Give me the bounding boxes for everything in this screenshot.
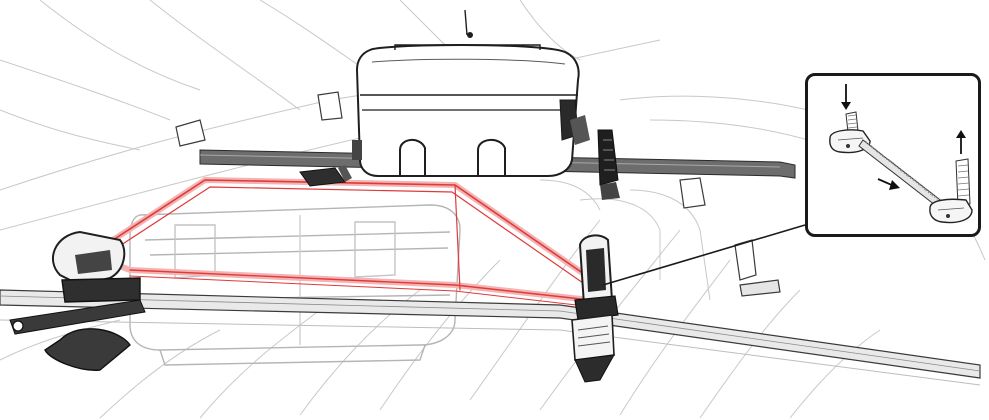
detail-callout-drawing (829, 84, 973, 224)
rear-center-clamp (299, 165, 352, 187)
diagonal-arrow-icon (877, 178, 900, 190)
up-arrow-icon (956, 130, 966, 154)
tie-down-strap (87, 177, 603, 307)
left-ratchet-buckle (9, 230, 146, 371)
rear-cargo-case (352, 9, 590, 177)
front-crossbar (0, 289, 981, 386)
detail-strap-rail (858, 139, 949, 213)
rear-right-clamp (597, 129, 620, 200)
callout-leader-line (602, 224, 806, 286)
front-right-clamp (571, 234, 619, 383)
down-arrow-icon (841, 84, 851, 110)
right-edge-clips (175, 91, 781, 297)
detail-right-clamp (929, 158, 973, 224)
detail-callout (805, 73, 981, 237)
